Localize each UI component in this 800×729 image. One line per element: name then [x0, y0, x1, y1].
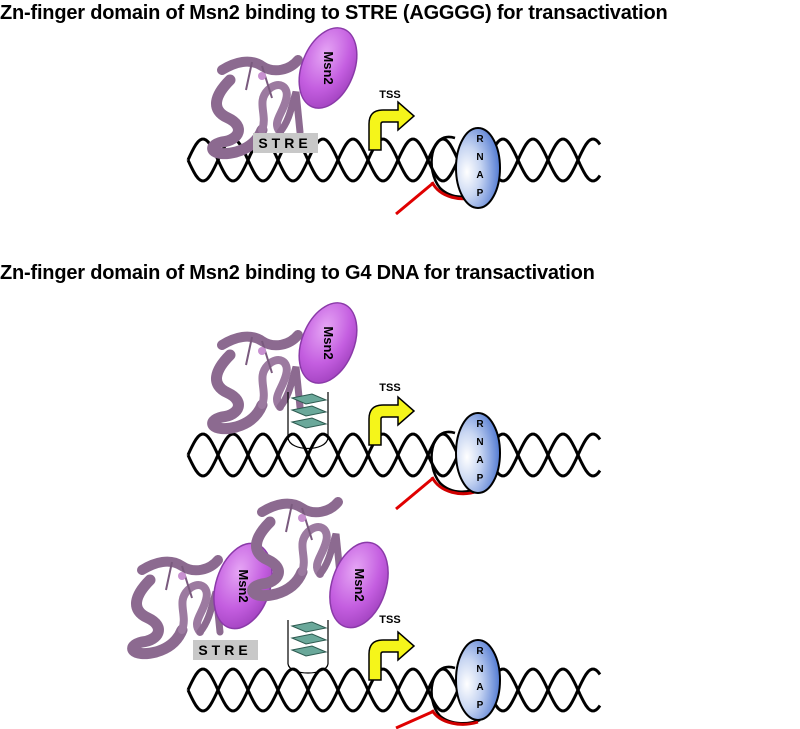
- rnap-letter: A: [476, 682, 483, 693]
- rnap-letter: N: [476, 152, 483, 163]
- g-quadruplex-icon: [287, 620, 329, 674]
- dna-double-helix: [186, 667, 602, 713]
- panel-1-title: Zn-finger domain of Msn2 binding to STRE…: [0, 2, 668, 24]
- rnap-letter: R: [476, 419, 484, 430]
- rnap-ellipse-icon: R N A P: [455, 412, 501, 494]
- zinc-finger-ribbon-icon: [127, 555, 224, 660]
- stre-box: [193, 640, 258, 660]
- tss-label: TSS: [379, 382, 400, 394]
- tss-label: TSS: [379, 614, 400, 626]
- panel-2-diagram: Msn2 TSS R N A P: [186, 302, 602, 511]
- rnap-letter: N: [476, 664, 483, 675]
- tss-arrow-icon: [368, 630, 416, 681]
- panel-3-diagram: Msn2 Msn2 STRE TSS: [127, 497, 602, 729]
- rnap-ellipse-icon: R N A P: [455, 639, 501, 721]
- stre-box: [253, 133, 318, 153]
- rnap-letter: P: [477, 473, 484, 484]
- zinc-finger-ribbon-icon: [247, 497, 344, 602]
- msn2-label: Msn2: [321, 51, 336, 84]
- tss-label: TSS: [379, 89, 400, 101]
- zinc-finger-ribbon-icon: [207, 55, 304, 160]
- msn2-label: Msn2: [321, 326, 336, 359]
- rnap-letter: N: [476, 437, 483, 448]
- panel-1-diagram: Msn2 STRE TSS R N A P: [186, 27, 602, 216]
- rnap-ellipse-icon: R N A P: [455, 127, 501, 209]
- msn2-label: Msn2: [236, 569, 251, 602]
- rnap-letter: P: [477, 700, 484, 711]
- g-quadruplex-icon: [287, 392, 329, 449]
- msn2-label: Msn2: [352, 568, 367, 601]
- stre-label: STRE: [198, 642, 251, 658]
- rnap-letter: A: [476, 170, 483, 181]
- zinc-finger-ribbon-icon: [207, 330, 304, 435]
- panel-2-title: Zn-finger domain of Msn2 binding to G4 D…: [0, 262, 595, 284]
- msn2-protein: Msn2: [329, 541, 389, 629]
- msn2-protein: Msn2: [298, 302, 358, 384]
- rnap-letter: A: [476, 455, 483, 466]
- tss-arrow-icon: [368, 100, 416, 151]
- tss-arrow-icon: [368, 395, 416, 446]
- dna-double-helix: [186, 432, 602, 478]
- rnap-letter: R: [476, 646, 484, 657]
- msn2-protein: Msn2: [298, 27, 358, 109]
- rnap-letter: R: [476, 134, 484, 145]
- stre-label: STRE: [258, 135, 311, 151]
- rnap-letter: P: [477, 188, 484, 199]
